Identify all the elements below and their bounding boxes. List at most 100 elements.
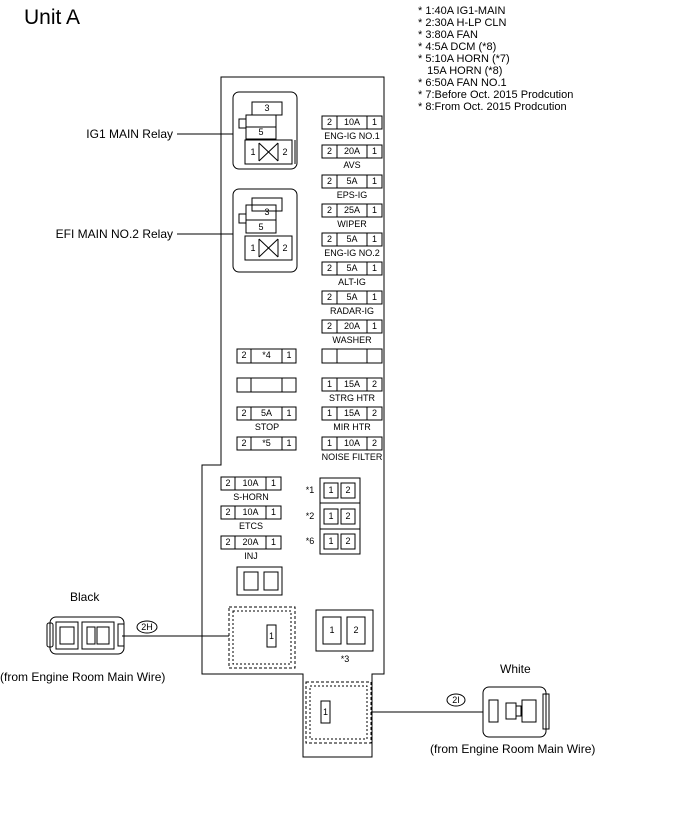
fuse-rating: 25A [343, 205, 360, 215]
fuse-pin: 1 [371, 205, 377, 215]
relay-pin: 5 [258, 222, 264, 232]
note-item: * 3:80A FAN [418, 29, 478, 41]
fuse-pin: 1 [371, 117, 377, 127]
fuse-rating: 5A [346, 176, 358, 186]
fuse-pin: 2 [345, 485, 351, 495]
fuse-pin: 1 [329, 625, 335, 635]
connector-code: 2I [452, 695, 460, 705]
fuse-pin: 1 [328, 536, 334, 546]
connector-pin: 1 [268, 631, 274, 641]
relay-label: EFI MAIN NO.2 Relay [55, 227, 173, 241]
note-item: * 4:5A DCM (*8) [418, 41, 497, 53]
fuse-pin: 1 [286, 438, 292, 448]
connector-pin: 1 [322, 707, 328, 717]
fuse-pin: 1 [286, 408, 292, 418]
fuse-pin: 1 [326, 379, 332, 389]
black-connector-icon [46, 616, 229, 655]
relay-pin: 3 [264, 103, 270, 113]
fuse-pin: 2 [345, 536, 351, 546]
fuse-ref: *2 [305, 511, 315, 521]
page-title: Unit A [24, 6, 81, 29]
fuse-pin: 2 [326, 321, 332, 331]
fuse-pin: 2 [326, 205, 332, 215]
connector-code-badge [136, 620, 158, 634]
big-fuse-block [319, 477, 361, 555]
note-item: * 8:From Oct. 2015 Prodcution [418, 101, 567, 113]
fuse-rating: 15A [343, 379, 360, 389]
fuse-pin: 2 [371, 408, 377, 418]
ig1-main-relay [232, 91, 298, 170]
fuse-pin: 1 [270, 537, 276, 547]
fuse-pin: 2 [371, 438, 377, 448]
note-item: 15A HORN (*8) [418, 65, 503, 77]
connector-color-label: White [500, 662, 531, 676]
fuse-pin: 2 [353, 625, 359, 635]
fuse-name: WIPER [337, 219, 367, 229]
fuse-pin: 2 [241, 350, 247, 360]
fuse-pin: 1 [371, 263, 377, 273]
fuse-pin: 2 [241, 438, 247, 448]
fuse-pin: 2 [345, 511, 351, 521]
fuse-rating: 5A [346, 234, 358, 244]
fuse-pin: 1 [286, 350, 292, 360]
note-item: * 2:30A H-LP CLN [418, 17, 507, 29]
fuse-rating: 15A [343, 408, 360, 418]
lower-fuse-frames [220, 476, 283, 596]
fuse-name: ALT-IG [338, 277, 366, 287]
fuse-rating: 5A [346, 263, 358, 273]
fuse-pin: 1 [371, 176, 377, 186]
fuse-pin: 1 [371, 234, 377, 244]
fuse-rating: 5A [346, 292, 358, 302]
fuse-pin: 2 [326, 117, 332, 127]
relay-pin: 2 [282, 243, 288, 253]
efi-main-no2-relay [232, 188, 298, 273]
fuse-rating: 5A [260, 408, 272, 418]
fuse-name: MIR HTR [333, 422, 371, 432]
fuse-name: EPS-IG [336, 190, 368, 200]
fuse-rating: 20A [242, 537, 259, 547]
fuse-pin: 2 [326, 176, 332, 186]
black-connector-mount [228, 606, 296, 669]
relay-label: IG1 MAIN Relay [86, 127, 173, 141]
fuse-name: AVS [343, 160, 361, 170]
fuse-pin: 1 [371, 292, 377, 302]
fuse-rating: 20A [343, 321, 360, 331]
fuse-ref: *3 [340, 654, 350, 664]
note-item: * 6:50A FAN NO.1 [418, 77, 507, 89]
fuse-ref: *6 [305, 536, 315, 546]
fuse-pin: 2 [225, 507, 231, 517]
fuse-pin: 2 [326, 292, 332, 302]
connector-code: 2H [141, 622, 153, 632]
fuse-rating: *5 [262, 438, 271, 448]
fuse-pin: 2 [225, 537, 231, 547]
relay-pin: 2 [282, 147, 288, 157]
fuse-pin: 1 [371, 146, 377, 156]
note-item: * 1:40A IG1-MAIN [418, 5, 506, 17]
mid-fuse-frames [236, 348, 297, 451]
fuse-rating: 20A [343, 146, 360, 156]
fuse-pin: 1 [326, 408, 332, 418]
connector-source-label: (from Engine Room Main Wire) [430, 742, 596, 756]
fuse-pin: 2 [371, 379, 377, 389]
fuse-rating: 10A [242, 478, 259, 488]
fuse-name: RADAR-IG [329, 306, 374, 316]
fuse-pin: 1 [270, 507, 276, 517]
fuse-ref: *1 [305, 485, 315, 495]
fuse-pin: 1 [328, 485, 334, 495]
connector-source-label: (from Engine Room Main Wire) [0, 670, 166, 684]
relay-pin: 5 [258, 127, 264, 137]
relay-pin: 1 [250, 147, 256, 157]
fuse-rating: 10A [343, 117, 360, 127]
fuse-name: ENG-IG NO.1 [324, 131, 380, 141]
connector-color-label: Black [70, 590, 100, 604]
fuse-name: S-HORN [233, 492, 269, 502]
fuse-name: STRG HTR [329, 393, 375, 403]
relay-pin: 1 [250, 243, 256, 253]
note-item: * 5:10A HORN (*7) [418, 53, 510, 65]
fuse-rating: *4 [262, 350, 271, 360]
fuse-name: WASHER [332, 335, 372, 345]
fuse-pin: 2 [241, 408, 247, 418]
fuse-pin: 1 [270, 478, 276, 488]
fuse-name: ETCS [238, 521, 263, 531]
